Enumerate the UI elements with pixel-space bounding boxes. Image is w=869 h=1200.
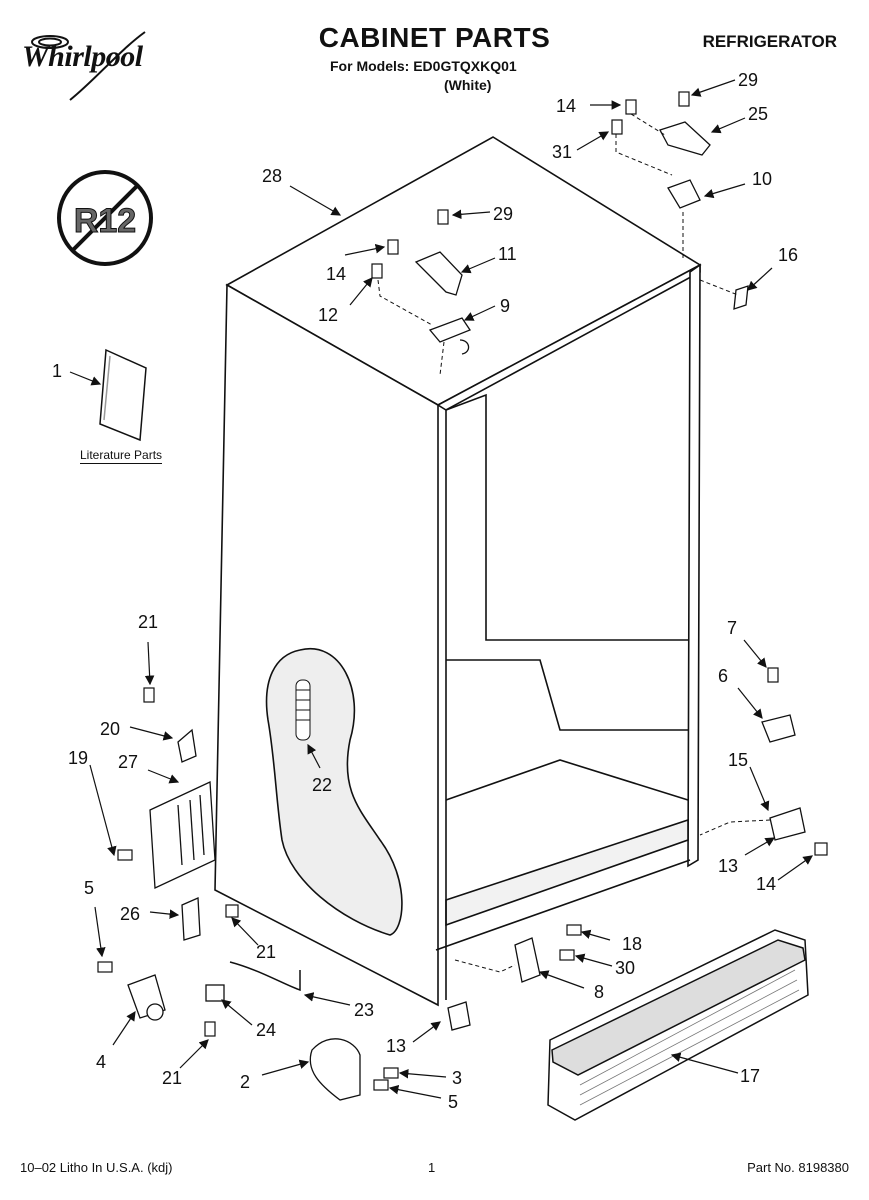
callout-14-top: 14: [556, 96, 576, 116]
bracket-8: [514, 937, 541, 983]
callout-19: 19: [68, 748, 88, 768]
spacer-16: [733, 285, 749, 310]
hinge-6: [761, 714, 796, 743]
tube-23: [229, 961, 301, 992]
callout-20: 20: [100, 719, 120, 739]
callout-21-bottom: 21: [162, 1068, 182, 1088]
callout-31: 31: [552, 142, 572, 162]
callout-17: 17: [740, 1066, 760, 1086]
callout-3: 3: [452, 1068, 462, 1088]
callout-6: 6: [718, 666, 728, 686]
callout-29: 29: [493, 204, 513, 224]
callout-5-bottom: 5: [448, 1092, 458, 1112]
footer-litho: 10–02 Litho In U.S.A. (kdj): [20, 1160, 173, 1175]
callout-2: 2: [240, 1072, 250, 1092]
callout-9: 9: [500, 296, 510, 316]
callout-13-right: 13: [718, 856, 738, 876]
hinge-cover-25: [659, 121, 711, 156]
callout-30: 30: [615, 958, 635, 978]
literature-booklet: [99, 348, 147, 442]
callout-11: 11: [498, 244, 517, 264]
clip-20: [177, 728, 197, 763]
page-title: CABINET PARTS: [318, 22, 551, 53]
callout-4: 4: [96, 1052, 106, 1072]
leader-lines: [69, 79, 813, 1099]
callout-14: 14: [326, 264, 346, 284]
control-box-27: [149, 781, 216, 889]
toe-grille-17: [547, 929, 809, 1121]
hinge-cover-11: [414, 251, 463, 296]
bracket-13: [447, 1001, 471, 1031]
badge-text: R12: [74, 202, 136, 240]
literature-parts-label: Literature Parts: [80, 448, 163, 464]
top-hinge-9: [428, 317, 471, 355]
callout-8: 8: [594, 982, 604, 1002]
callout-10: 10: [752, 169, 772, 189]
callout-26: 26: [120, 904, 140, 924]
screw-icon: [97, 91, 828, 1091]
hinge-10: [667, 179, 701, 209]
callout-16: 16: [778, 245, 798, 265]
callout-7: 7: [727, 618, 737, 638]
leveler-2: [309, 1038, 361, 1101]
clip-24: [205, 984, 225, 1002]
callout-13-bottom: 13: [386, 1036, 406, 1056]
callout-21-left: 21: [138, 612, 158, 632]
part-number: Part No. 8198380: [747, 1160, 849, 1175]
callout-24: 24: [256, 1020, 276, 1040]
appliance-type: REFRIGERATOR: [702, 32, 837, 51]
callout-22: 22: [312, 775, 332, 795]
drain-tube-22: [295, 679, 311, 741]
callout-15: 15: [728, 750, 748, 770]
part-26: [181, 897, 201, 941]
callout-14-right: 14: [756, 874, 776, 894]
callout-23: 23: [354, 1000, 374, 1020]
color-line: (White): [444, 77, 492, 93]
callout-28: 28: [262, 166, 282, 186]
callout-27: 27: [118, 752, 138, 772]
callout-5-left: 5: [84, 878, 94, 898]
no-r12-prohibition-icon: R12: [57, 170, 153, 266]
assembly-guide-lines: [377, 113, 771, 973]
callout-1: 1: [52, 361, 62, 381]
page-number: 1: [428, 1160, 436, 1175]
callout-12: 12: [318, 305, 338, 325]
whirlpool-logo-swoosh-icon: [31, 31, 146, 101]
callout-18: 18: [622, 934, 642, 954]
bracket-15: [769, 807, 806, 841]
callout-numbers: 1 28 29 14 11 12 9 14 31 29 25 10 16 21 …: [52, 70, 798, 1112]
callout-29-top: 29: [738, 70, 758, 90]
roller-4: [127, 974, 166, 1021]
models-line: For Models: ED0GTQXKQ01: [330, 58, 517, 74]
callout-25: 25: [748, 104, 768, 124]
refrigerator-cabinet: [214, 136, 702, 1007]
callout-21-mid: 21: [256, 942, 276, 962]
